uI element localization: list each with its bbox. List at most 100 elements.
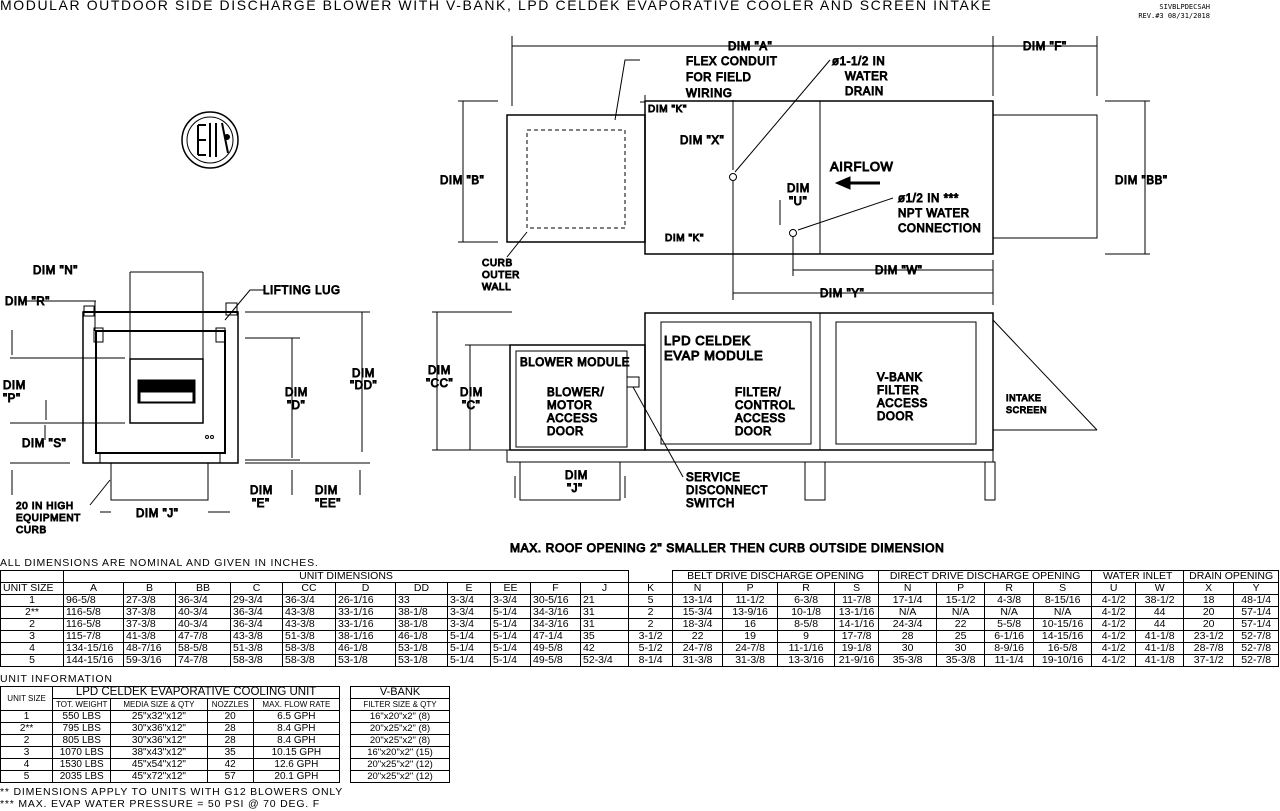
dim-dd-label: DIM [352, 368, 375, 380]
cell-s: 14-15/16 [1033, 630, 1093, 643]
unit-info-cell: 12.6 GPH [252, 758, 341, 771]
unit-info-cell: 6.5 GPH [252, 710, 341, 723]
cell-ee: 5-1/4 [490, 618, 531, 631]
cell-k: 5-1/2 [628, 642, 674, 655]
vbank-door-label: V-BANK [877, 372, 923, 384]
unit-info-cell: 30"x36"x12" [110, 722, 208, 735]
cell-a: 134-15/16 [63, 642, 124, 655]
dim-b-label: DIM "B" [440, 175, 484, 187]
front-view [10, 271, 370, 513]
intake-screen-label-2: SCREEN [1006, 405, 1047, 415]
unit-info-cell: 42 [206, 758, 254, 771]
cell-b: 37-3/8 [123, 606, 176, 619]
header-a: A [63, 582, 124, 595]
cell-k: 2 [628, 618, 674, 631]
curb-label-3: CURB [16, 525, 47, 536]
cell-bb: 58-5/8 [175, 642, 231, 655]
cell-r: 9 [777, 630, 836, 643]
dim-x-label: DIM "X" [680, 135, 724, 147]
cell-r: 5-5/8 [984, 618, 1035, 631]
intake-screen-label: INTAKE [1006, 393, 1041, 403]
cell-j: 21 [579, 594, 630, 607]
cell-u: 4-1/2 [1091, 642, 1137, 655]
cell-d: 53-1/8 [335, 654, 396, 667]
cell-cc: 58-3/8 [282, 642, 336, 655]
cell-f: 30-5/16 [530, 594, 581, 607]
cell-x: 18 [1183, 594, 1235, 607]
unit-info-cell: 805 LBS [52, 734, 112, 747]
cell-w: 41-1/8 [1135, 654, 1185, 667]
cell-n: 17-1/4 [878, 594, 938, 607]
cell-r: 11-1/4 [984, 654, 1035, 667]
dim-s-label: DIM "S" [22, 438, 66, 450]
cell-f: 49-5/8 [530, 642, 581, 655]
npt-connection-label: ø1/2 IN *** [898, 193, 959, 205]
cell-bb: 47-7/8 [175, 630, 231, 643]
cell-n: 15-3/4 [672, 606, 724, 619]
cell-b: 48-7/16 [123, 642, 176, 655]
cell-p: 16 [722, 618, 779, 631]
cell-n: 18-3/4 [672, 618, 724, 631]
dim-f-label: DIM "F" [1023, 41, 1067, 53]
cell-n: 22 [672, 630, 724, 643]
filter-door-label: FILTER/ [735, 387, 781, 399]
unit-info-cell: 2 [0, 734, 54, 747]
cell-s: N/A [1033, 606, 1093, 619]
cell-d: 33-1/16 [335, 606, 396, 619]
cell-b: 37-3/8 [123, 618, 176, 631]
flex-conduit-label: FLEX CONDUIT [686, 56, 778, 68]
unit-info-cell: 28 [206, 722, 254, 735]
cell-n: 28 [878, 630, 938, 643]
cell-x: 28-7/8 [1183, 642, 1235, 655]
cell-p: 24-7/8 [722, 642, 779, 655]
cell-ee: 5-1/4 [490, 642, 531, 655]
flex-conduit-label-2: FOR FIELD [686, 72, 751, 84]
dim-u-label: DIM [787, 183, 810, 195]
blower-door-label-3: ACCESS [547, 413, 598, 425]
cell-p: N/A [936, 606, 986, 619]
curb-outer-wall-label-2: OUTER [482, 270, 520, 281]
cell-c: 36-3/4 [230, 606, 283, 619]
cell-k: 5 [628, 594, 674, 607]
unit-info-cell: 30"x36"x12" [110, 734, 208, 747]
cell-j: 35 [579, 630, 630, 643]
unit-information-table: UNIT SIZE LPD CELDEK EVAPORATIVE COOLING… [0, 686, 341, 783]
unit-info-cell: 550 LBS [52, 710, 112, 723]
group-belt-drive: BELT DRIVE DISCHARGE OPENING [672, 570, 880, 583]
npt-connection-label-3: CONNECTION [898, 223, 981, 235]
header-bb: BB [175, 582, 231, 595]
flex-conduit-label-3: WIRING [686, 88, 732, 100]
cell-n: N/A [878, 606, 938, 619]
dim-d-label-2: "D" [287, 400, 305, 412]
header-dd: DD [395, 582, 448, 595]
header-media-size: MEDIA SIZE & QTY [110, 698, 208, 711]
cell-f: 34-3/16 [530, 618, 581, 631]
table-row: 16"x20"x2" (15) [350, 746, 450, 759]
cell-p: 13-9/16 [722, 606, 779, 619]
filter-size-cell: 20"x25"x2" (8) [350, 734, 450, 747]
filter-size-cell: 16"x20"x2" (8) [350, 710, 450, 723]
filter-size-cell: 20"x25"x2" (8) [350, 722, 450, 735]
cell-s: 13-1/16 [834, 606, 880, 619]
dim-c-label-2: "C" [462, 400, 480, 412]
unit-info-cell: 45"x72"x12" [110, 770, 208, 783]
curb-label: 20 IN HIGH [16, 501, 74, 512]
cell-a: 116-5/8 [63, 618, 124, 631]
header-b: B [123, 582, 176, 595]
footnote-g12: ** DIMENSIONS APPLY TO UNITS WITH G12 BL… [0, 786, 344, 798]
unit-info-cell: 20 [206, 710, 254, 723]
cell-u: 4-1/2 [1091, 618, 1137, 631]
cell-d: 46-1/8 [335, 642, 396, 655]
cell-ee: 3-3/4 [490, 594, 531, 607]
cell-ee: 5-1/4 [490, 606, 531, 619]
cell-r: 11-1/16 [777, 642, 836, 655]
unit-info-cell: 1530 LBS [52, 758, 112, 771]
cell-w: 44 [1135, 618, 1185, 631]
unit-info-cell: 20.1 GPH [252, 770, 341, 783]
cell-r: 10-1/8 [777, 606, 836, 619]
dim-ee-label: DIM [315, 485, 338, 497]
cell-r: 13-3/16 [777, 654, 836, 667]
cell-dd: 38-1/8 [395, 606, 448, 619]
